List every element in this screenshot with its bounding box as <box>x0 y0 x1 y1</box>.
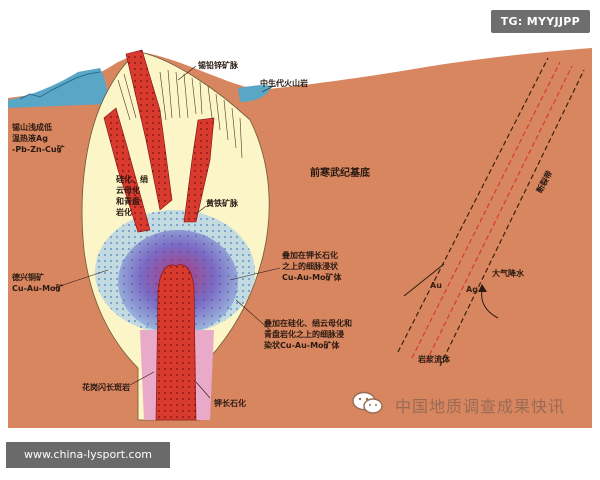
fluid-flow-arrow <box>403 263 445 297</box>
fault-zone <box>397 57 585 367</box>
label-ore-body-1: 叠加在钾长石化 之上的细脉浸状 Cu-Au-Mo矿体 <box>282 251 342 282</box>
label-element-ag: Ag <box>466 285 478 294</box>
label-potassic: 钾长石化 <box>214 399 246 408</box>
volcanic-rock-left <box>8 68 108 108</box>
label-granodiorite: 花岗闪长斑岩 <box>82 383 130 392</box>
label-mesozoic-volcanic: 中生代火山岩 <box>260 79 308 88</box>
watermark-tag: TG: MYYJJPP <box>490 10 590 33</box>
label-phyllic-alteration: 硅化、绢 云母化 和青盘 岩化 <box>116 175 148 217</box>
label-element-au: Au <box>430 281 442 290</box>
chat-icon <box>352 391 383 414</box>
label-ore-body-2: 叠加在硅化、绢云母化和 青盘岩化之上的细脉浸 染状Cu-Au-Mo矿体 <box>264 319 352 350</box>
label-meteoric-water: 大气降水 <box>492 269 524 278</box>
label-skarn: 德兴铜矿 Cu-Au-Mo矿 <box>12 273 64 293</box>
source-url[interactable]: www.china-lysport.com <box>6 442 170 468</box>
meteoric-arrow <box>481 289 499 319</box>
footer-watermark: 中国地质调查成果快讯 <box>395 397 566 416</box>
label-basement: 前寒武纪基底 <box>310 168 370 179</box>
label-pyrite-veins: 黄铁矿脉 <box>206 199 238 208</box>
label-fluid-flow: 岩浆流体 <box>418 355 450 364</box>
volcanic-rock-right <box>238 85 272 102</box>
label-epithermal: 锡山浅成低 温热液Ag -Pb-Zn-Cu矿 <box>12 123 65 154</box>
leader-lines <box>53 65 281 399</box>
sheeted-veins <box>117 69 243 159</box>
label-lead-zinc-veins: 锡铅锌矿脉 <box>198 61 238 70</box>
